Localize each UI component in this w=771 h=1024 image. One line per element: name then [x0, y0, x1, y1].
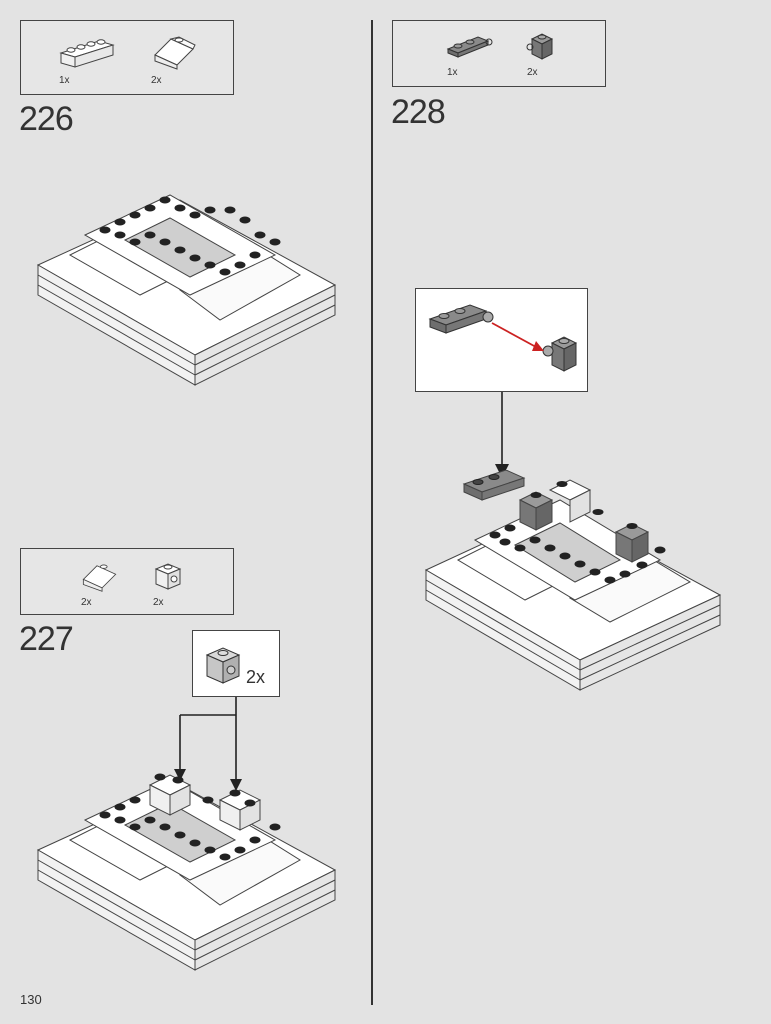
- part-slope: 2x: [77, 559, 122, 609]
- column-divider: [371, 20, 373, 1005]
- part-brick-1x4: 1x: [57, 31, 117, 86]
- callout-228: [415, 288, 588, 392]
- model-step-226: [36, 194, 337, 386]
- callout-qty: 2x: [246, 667, 266, 687]
- grey-brick-with-clip-icon: [526, 33, 553, 60]
- white-brick-1x4-icon: [59, 39, 115, 68]
- model-step-227: [36, 773, 337, 971]
- step-number-227: 227: [19, 620, 74, 658]
- part-slope: 2x: [149, 31, 199, 86]
- part-qty: 2x: [527, 67, 538, 78]
- part-qty: 1x: [447, 67, 458, 78]
- part-qty: 1x: [59, 75, 70, 86]
- part-brick-side-stud: 2x: [149, 559, 184, 609]
- grey-plate-with-clip-icon: [446, 36, 492, 58]
- callout-assembly-228: [428, 304, 578, 372]
- model-step-228: [424, 470, 722, 691]
- callout-227: 2x: [192, 630, 280, 697]
- arrow-228: [495, 392, 509, 478]
- white-brick-with-stud-side-icon: [154, 563, 181, 590]
- white-slope-brick-icon: [82, 564, 117, 592]
- step-number-228: 228: [391, 93, 446, 131]
- parts-list-228: 1x 2x: [392, 20, 606, 87]
- step-number-226: 226: [19, 100, 74, 138]
- part-qty: 2x: [81, 597, 92, 608]
- grey-brick-with-side-stud-icon: [205, 647, 241, 684]
- white-slope-brick-icon: [154, 36, 196, 70]
- arrows-227: [174, 697, 242, 791]
- page-number: 130: [20, 992, 42, 1007]
- parts-list-226: 1x 2x: [20, 20, 234, 95]
- parts-list-227: 2x 2x: [20, 548, 234, 615]
- part-plate-clip: 1x: [441, 31, 496, 81]
- part-brick-clip: 2x: [523, 29, 558, 81]
- part-qty: 2x: [153, 597, 164, 608]
- part-qty: 2x: [151, 75, 162, 86]
